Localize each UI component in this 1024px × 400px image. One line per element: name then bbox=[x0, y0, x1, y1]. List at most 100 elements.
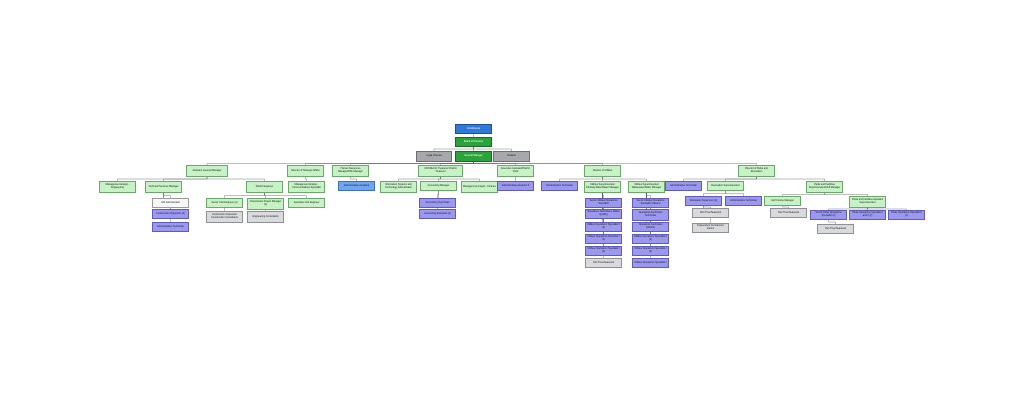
org-node-label: Constituents bbox=[466, 126, 481, 130]
org-node-dir-utilities[interactable]: Director of Utilities bbox=[584, 165, 621, 177]
org-node-de[interactable]: District Engineer bbox=[246, 181, 283, 193]
org-node-board[interactable]: Board of Directors bbox=[455, 137, 492, 147]
org-node-cpm[interactable]: Construction Project Manager (2) bbox=[247, 198, 284, 210]
org-node-legal[interactable]: Legal Counsel bbox=[416, 151, 452, 162]
org-node-label: Administrative Technician bbox=[157, 224, 184, 228]
org-node-label: District Engineer bbox=[255, 184, 274, 188]
org-node-uos0-ws[interactable]: Utilities Operations Specialist I (3) bbox=[585, 246, 622, 256]
org-node-label: Golf Course Manager bbox=[771, 198, 794, 202]
org-node-rs2[interactable]: Recreation Supervisor (2) bbox=[685, 196, 722, 206]
org-node-constituents[interactable]: Constituents bbox=[455, 124, 492, 134]
org-node-ace[interactable]: Associate Civil Engineer bbox=[288, 198, 325, 208]
org-node-uos2-ww[interactable]: Utilities Operations Specialist II (2) bbox=[632, 234, 669, 244]
org-node-label: Auditors bbox=[507, 154, 516, 158]
org-node-label: Engineering Consultants bbox=[252, 214, 279, 218]
org-node-uos3-ww[interactable]: Utilities Operations Specialist I (3) bbox=[632, 246, 669, 256]
org-node-ci2[interactable]: Construction Inspectors (2) bbox=[152, 209, 189, 219]
org-node-uos4-ww[interactable]: Utilities Operations Specialist I bbox=[632, 258, 669, 268]
org-node-su-ww[interactable]: Senior Utilities Operations Specialist (… bbox=[632, 198, 669, 208]
org-node-mae[interactable]: Management Analyst - Engineering bbox=[99, 181, 136, 193]
org-node-label: Utilities Operations Specialist I bbox=[634, 260, 667, 264]
org-node-maco[interactable]: Management Analyst - Communications Spec… bbox=[288, 181, 325, 193]
org-node-pt-golf[interactable]: Part Time/Seasonal bbox=[770, 208, 807, 218]
org-node-label: Human Resources Manager/Risk Manager bbox=[338, 167, 363, 173]
org-node-label: Director of Parks and Recreation bbox=[745, 167, 768, 173]
org-node-label: Management Analyst - Finance bbox=[463, 184, 496, 188]
org-node-agm[interactable]: Assistant General Manager bbox=[186, 165, 228, 177]
org-node-label: Information Systems and Technology Admin… bbox=[385, 183, 412, 189]
org-node-dir-parks[interactable]: Director of Parks and Recreation bbox=[738, 165, 775, 177]
org-node-label: CFO/District Treasurer/ District Treasur… bbox=[424, 167, 457, 173]
org-node-pt-rec[interactable]: Part Time/Seasonal bbox=[692, 208, 729, 218]
org-node-label: Parks and Facilities Assistant Superinte… bbox=[852, 198, 883, 204]
org-node-scie[interactable]: Senior Civil Engineer (2) bbox=[206, 198, 243, 208]
org-node-label: Utilities Operations Specialist II (2) bbox=[634, 235, 667, 241]
org-node-label: Director of Utilities bbox=[592, 168, 613, 172]
org-node-at-rec[interactable]: Administrative Technician bbox=[725, 196, 762, 206]
org-node-spos[interactable]: Senior Parks Operations Specialist (2) bbox=[810, 210, 847, 220]
org-node-ec[interactable]: Engineering Consultants bbox=[247, 211, 284, 223]
org-node-at-tsm[interactable]: Administrative Technician bbox=[152, 222, 189, 232]
org-node-ot-ws[interactable]: Operations Technicians (Water Quality) bbox=[585, 209, 622, 219]
org-node-tsm[interactable]: Technical Services Manager bbox=[145, 181, 182, 193]
org-node-uos-ws[interactable]: Utilities Operations Specialist II (3) bbox=[585, 222, 622, 232]
org-node-admin-asst-hr[interactable]: Administrative Assistant bbox=[338, 181, 375, 191]
org-node-label: Parks Operations Specialist I and II (7) bbox=[852, 211, 883, 217]
org-node-su-ws[interactable]: Senior Utilities Operations Specialist bbox=[585, 198, 622, 208]
org-node-label: Utilities Superintendent Drinking Water/… bbox=[586, 183, 619, 189]
org-node-label: Part Time/Seasonal bbox=[593, 260, 614, 264]
org-node-pos1[interactable]: Parks Operations Specialist I and II (7) bbox=[849, 210, 886, 220]
org-node-itsa[interactable]: Information Systems and Technology Admin… bbox=[380, 181, 417, 193]
org-node-exec-asst[interactable]: Executive Assistant/District Clerk bbox=[497, 165, 534, 177]
org-node-label: Associate Civil Engineer bbox=[293, 200, 320, 204]
org-node-gis[interactable]: GIS Administrator bbox=[152, 198, 189, 208]
org-node-label: Construction Project Manager (2) bbox=[249, 200, 282, 206]
org-node-label: Executive Assistant/District Clerk bbox=[501, 167, 530, 173]
org-node-label: Part Time/Seasonal bbox=[825, 226, 846, 230]
org-node-label: Senior Civil Engineer (2) bbox=[211, 200, 238, 204]
org-node-sra[interactable]: Director of Strategic Affairs bbox=[287, 165, 324, 177]
org-node-gm[interactable]: General Manager bbox=[455, 151, 492, 162]
org-node-label: Senior Utilities Operations Specialist (… bbox=[636, 199, 665, 205]
org-node-us-ws[interactable]: Utilities Superintendent Drinking Water/… bbox=[584, 181, 621, 193]
org-node-pos2[interactable]: Parks Operations Specialist I (1) bbox=[888, 210, 925, 220]
org-node-admin-asst2[interactable]: Administrative Assistant II bbox=[497, 181, 534, 191]
org-node-label: Administrative Technician bbox=[670, 183, 697, 187]
org-node-pfas[interactable]: Parks and Facilities Assistant Superinte… bbox=[849, 196, 886, 208]
org-node-maf[interactable]: Management Analyst - Finance bbox=[461, 181, 498, 193]
org-node-ot-ww[interactable]: Operations Technician Technician bbox=[632, 209, 669, 221]
org-node-auditors[interactable]: Auditors bbox=[493, 151, 530, 162]
org-node-label: Administrative Technician bbox=[546, 183, 573, 187]
org-node-label: Accounting Technician bbox=[425, 200, 450, 204]
org-node-label: General Manager bbox=[464, 154, 483, 158]
org-node-label: Utilities Operations Specialist I (3) bbox=[634, 247, 667, 253]
org-node-label: Operations Technician (Vacant) bbox=[638, 223, 663, 229]
org-node-label: Accounting Manager bbox=[427, 183, 450, 187]
org-node-parks-fac[interactable]: Parks and Facilities Superintendent/Golf… bbox=[806, 181, 843, 193]
org-node-us-ww[interactable]: Utilities Superintendent Wastewater/Wate… bbox=[628, 181, 665, 193]
org-node-acct-mgr[interactable]: Accounting Manager bbox=[420, 181, 457, 191]
org-node-gcm[interactable]: Golf Course Manager bbox=[764, 196, 801, 206]
org-node-cic[interactable]: Construction Inspection Construction Con… bbox=[206, 211, 243, 223]
org-node-acct-tech[interactable]: Accounting Technician bbox=[419, 198, 456, 208]
org-node-pt-ws[interactable]: Part Time/Seasonal bbox=[585, 258, 622, 268]
org-node-label: Utilities Operations Specialist I (1) bbox=[587, 235, 620, 241]
org-node-cfo[interactable]: CFO/District Treasurer/ District Treasur… bbox=[418, 165, 463, 177]
org-node-uos1-ws[interactable]: Utilities Operations Specialist I (1) bbox=[585, 234, 622, 244]
org-node-at-util[interactable]: Administrative Technician bbox=[541, 181, 578, 191]
org-node-acct-asst[interactable]: Accounting Assistants (2) bbox=[419, 209, 456, 219]
org-node-ic-rec[interactable]: Independent Contractors/ Interns bbox=[692, 223, 729, 233]
org-node-pt-parks[interactable]: Part Time/Seasonal bbox=[817, 224, 854, 234]
org-node-label: Accounting Assistants (2) bbox=[424, 211, 451, 215]
org-node-label: Parks and Facilities Superintendent/Golf… bbox=[808, 183, 841, 189]
org-node-at-parks[interactable]: Administrative Technician bbox=[665, 181, 702, 191]
org-node-label: GIS Administrator bbox=[161, 200, 180, 204]
org-node-label: Administrative Technician bbox=[730, 198, 757, 202]
org-node-rec-sup[interactable]: Recreation Superintendent bbox=[707, 181, 744, 191]
org-node-label: Part Time/Seasonal bbox=[778, 210, 799, 214]
org-node-otv-ww[interactable]: Operations Technician (Vacant) bbox=[632, 222, 669, 232]
org-node-label: Part Time/Seasonal bbox=[700, 210, 721, 214]
org-node-label: Senior Utilities Operations Specialist bbox=[589, 199, 618, 205]
org-node-label: Construction Inspectors (2) bbox=[156, 211, 185, 215]
org-node-hr[interactable]: Human Resources Manager/Risk Manager bbox=[332, 165, 369, 177]
